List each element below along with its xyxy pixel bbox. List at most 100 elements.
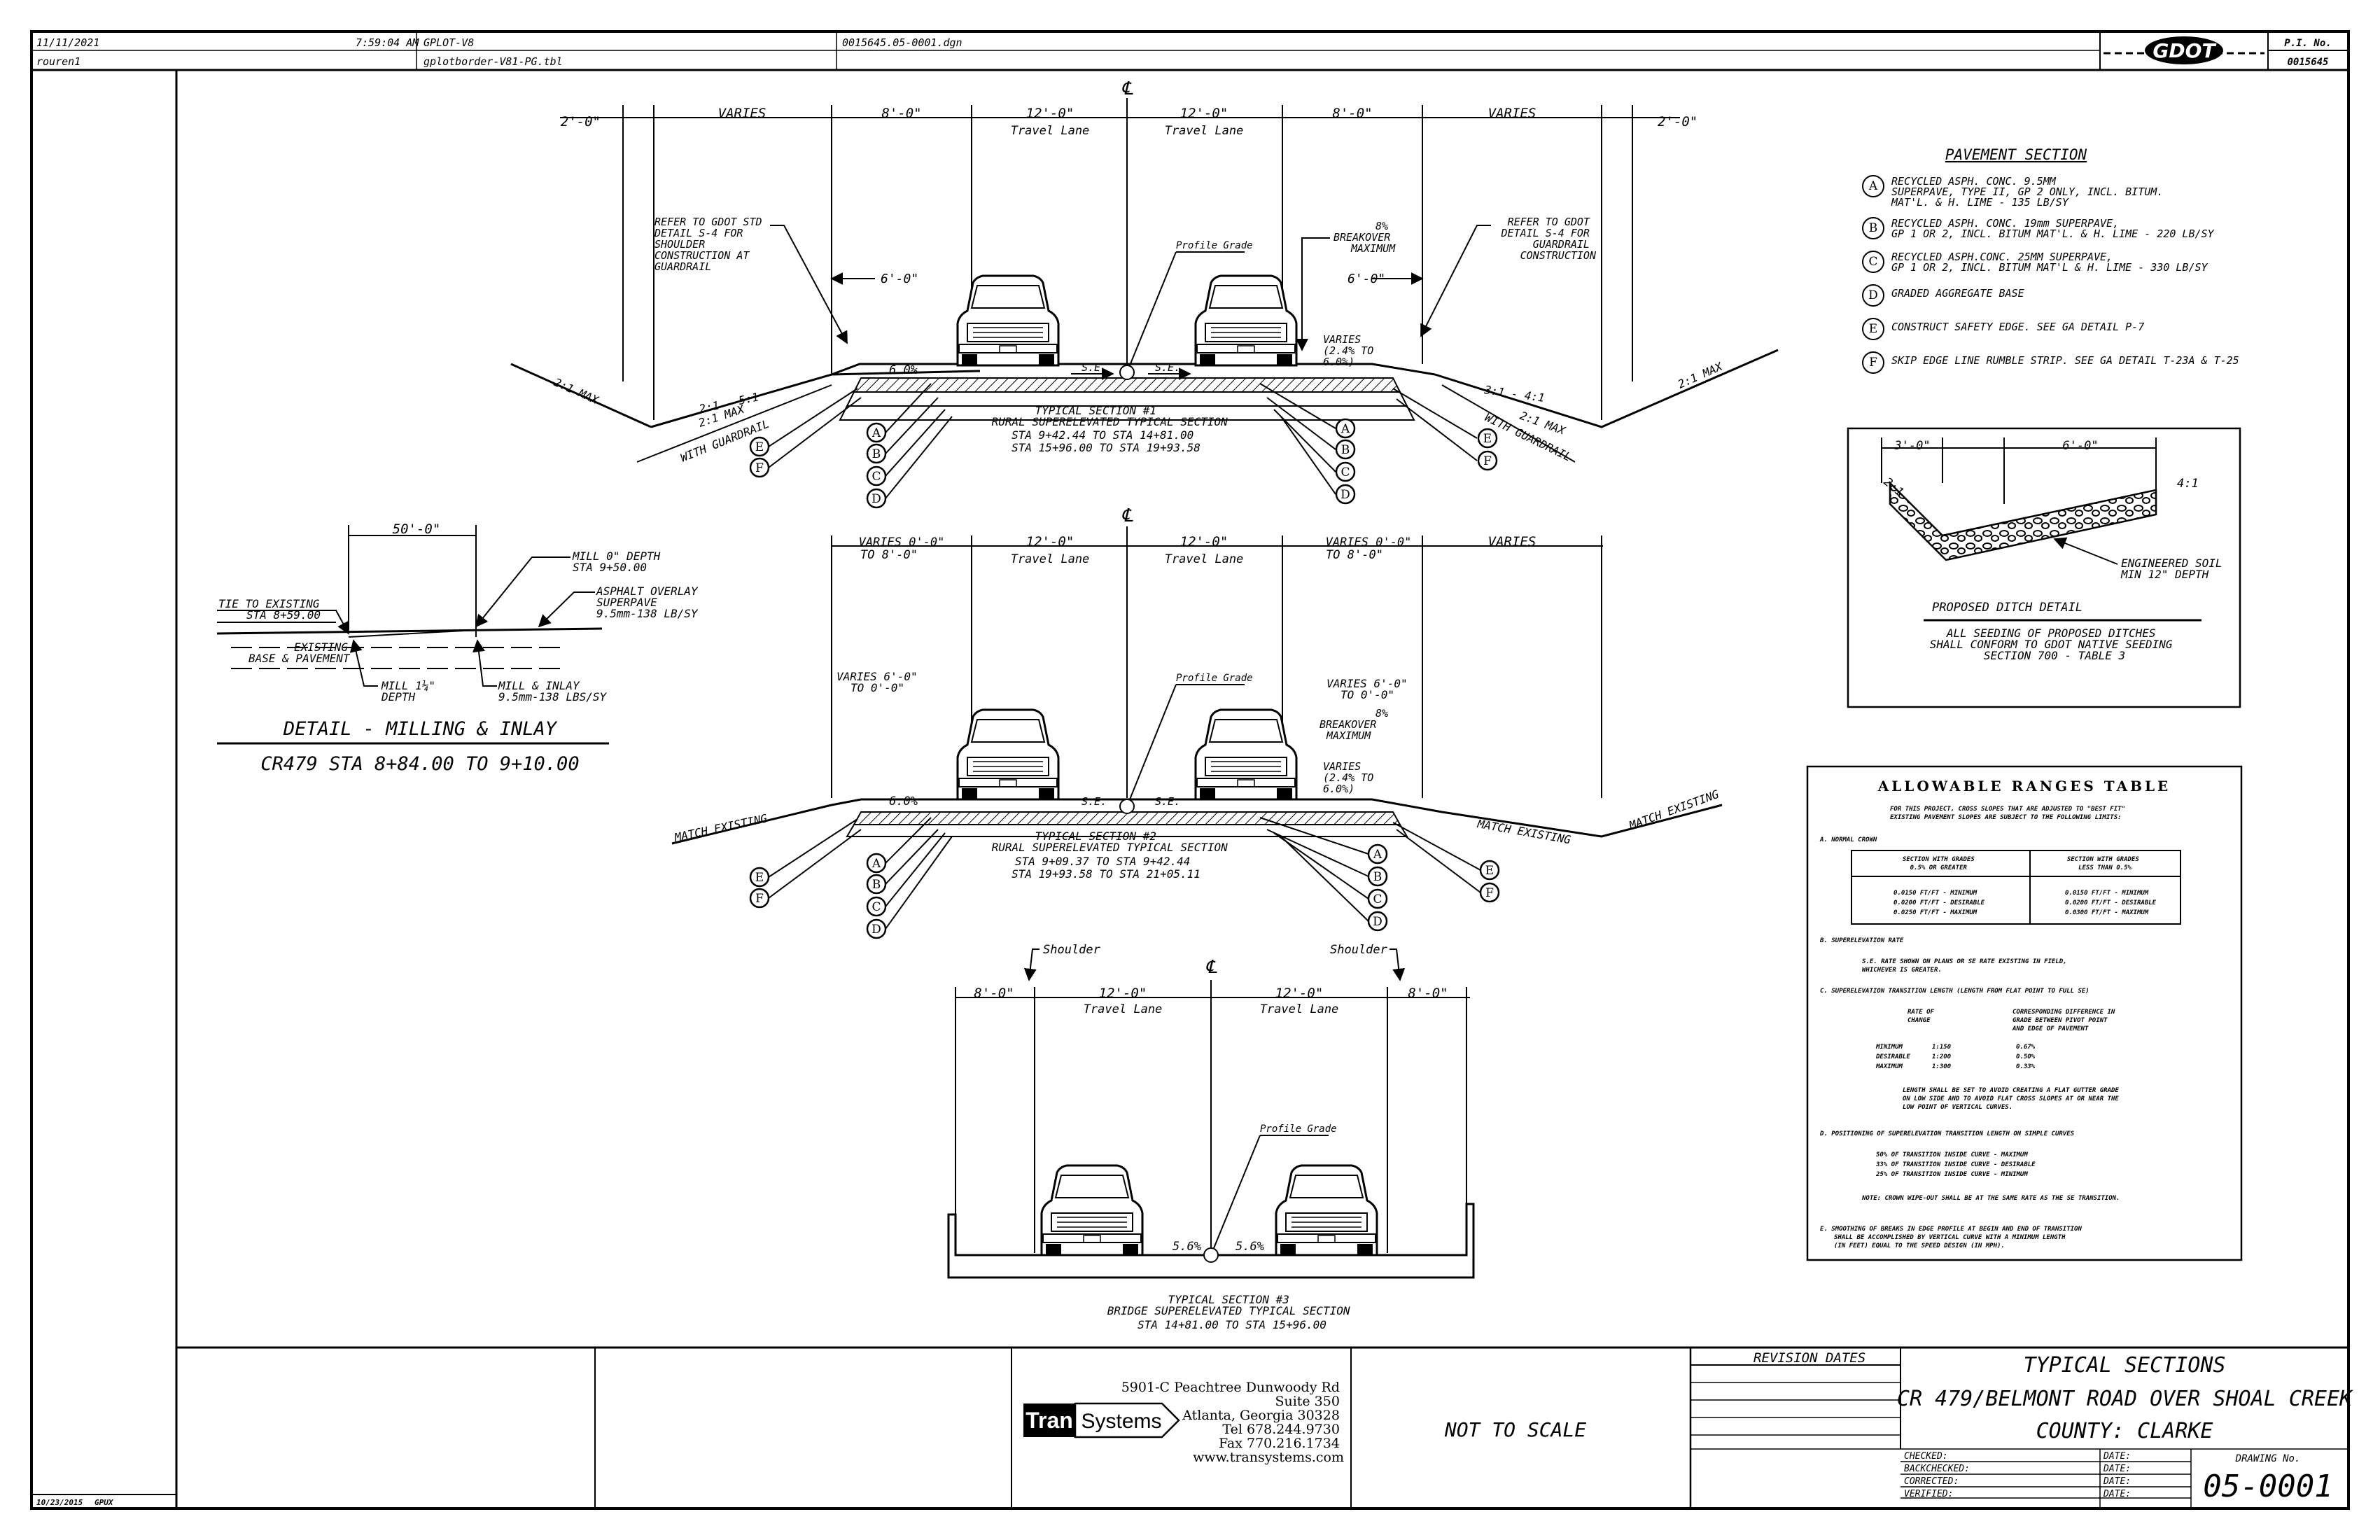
c-row3-rate: 1:300 [1932,1063,1952,1070]
pavement-d-1: GRADED AGGREGATE BASE [1891,287,2024,300]
col1-head-1: SECTION WITH GRADES [1903,856,1975,863]
header-date: 11/11/2021 [36,36,99,49]
svg-text:E: E [1483,432,1492,446]
svg-text:ALL SEEDING OF PROPOSED DITCHE: ALL SEEDING OF PROPOSED DITCHES SHALL CO… [1930,626,2179,662]
svg-text:B: B [872,447,881,461]
c-col1-2: CHANGE [1907,1017,1931,1024]
logo-systems: Systems [1081,1410,1161,1433]
sheet-title-1: TYPICAL SECTIONS [2024,1353,2226,1378]
milling-subtitle: CR479 STA 8+84.00 TO 9+10.00 [260,753,579,775]
address-3: Atlanta, Georgia 30328 [1182,1408,1340,1423]
ditch-title: PROPOSED DITCH DETAIL [1932,601,2082,615]
varies-1: VARIES [1323,333,1361,346]
pavement-b-2: GP 1 OR 2, INCL. BITUM MAT'L. & H. LIME … [1891,227,2214,240]
centerline-symbol-3: ℄ [1205,957,1218,978]
pavement-a-2: SUPERPAVE, TYPE II, GP 2 ONLY, INCL. BIT… [1891,186,2164,198]
svg-text:TYPICAL SECTION #2 RURAL: TYPICAL SECTION #2 RURAL SUPERELEVATED T… [992,830,1235,881]
dim2-7: VARIES [1488,534,1536,550]
header-time: 7:59:04 AM [356,36,419,49]
section2-sta-1: STA 9+09.37 TO STA 9+42.44 [1015,855,1190,868]
ranges-intro-2: EXISTING PAVEMENT SLOPES ARE SUBJECT TO … [1890,814,2122,821]
svg-text:E: E [755,440,764,454]
header-user: rouren1 [36,55,80,68]
mill0-2: STA 9+50.00 [573,561,647,574]
date-label-3: DATE: [2103,1476,2131,1487]
address-4: Tel 678.244.9730 [1222,1422,1340,1437]
pavement-item-d: D GRADED AGGREGATE BASE [1862,283,2352,316]
typical-section-3: ℄ Shoulder Shoulder 8'-0" 12'-0" 12'-0" … [947,943,1475,1331]
callout-a-2: A [866,853,887,874]
header-plot-spec: GPLOT-V8 [424,36,474,49]
varies2-left-2: TO 0'-0" [850,681,904,694]
svg-text:C: C [1373,892,1382,906]
callout-c-2r: C [1367,888,1388,909]
address-1: 5901-C Peachtree Dunwoody Rd [1121,1380,1340,1395]
col2-row-1: 0.0150 FT/FT - MINIMUM [2065,890,2149,897]
callout-f-1r: F [1477,450,1498,471]
col2-row-2: 0.0200 FT/FT - DESIRABLE [2065,899,2157,906]
note-left-4: CONSTRUCTION AT [654,249,750,262]
svg-text:A: A [1373,848,1382,862]
inlay-2: 9.5mm-138 LBS/SY [498,690,607,704]
pavement-f-1: SKIP EDGE LINE RUMBLE STRIP. SEE GA DETA… [1891,354,2239,367]
svg-text:B: B [872,878,881,892]
varies2-2: (2.4% TO [1323,771,1373,784]
dim3-2: 12'-0" [1099,986,1147,1001]
c-col2-2: GRADE BETWEEN PIVOT POINT [2012,1017,2108,1024]
c-col1-1: RATE OF [1907,1009,1935,1016]
mill-dim-50: 50'-0" [393,522,441,537]
note-left-1: REFER TO GDOT STD [654,216,762,228]
section2-sta-2: STA 19+93.58 TO STA 21+05.11 [1011,867,1200,881]
dim2-2: TO 8'-0" [860,548,918,562]
svg-text:ENGINEERED SOIL MIN 12": ENGINEERED SOIL MIN 12" DEPTH [2120,556,2229,581]
ranges-a-head: A. NORMAL CROWN [1819,836,1877,844]
ditch-detail: 3'-0" 6'-0" 2:1 4:1 ENGINEERED SOIL MIN … [1847,427,2241,708]
callout-e-2: E [749,867,770,888]
varies-2: (2.4% TO [1323,344,1373,357]
d-row-2: 33% OF TRANSITION INSIDE CURVE - DESIRAB… [1875,1161,2036,1168]
varies2-3: 6.0%) [1323,783,1354,795]
svg-text:E: E [1485,864,1494,878]
overlay-2: SUPERPAVE [596,596,657,609]
breakover2-1: 8% [1376,707,1388,720]
profile-grade-2: Profile Grade [1176,673,1253,684]
not-to-scale: NOT TO SCALE [1444,1418,1586,1441]
svg-text:CHECKED: BACKCHECKED:: CHECKED: BACKCHECKED: CORRECTED: VERIFIE… [1904,1451,2136,1499]
ditch-note-1: ALL SEEDING OF PROPOSED DITCHES [1946,626,2156,640]
breakover2-3: MAXIMUM [1326,729,1371,742]
col2-row-3: 0.0300 FT/FT - MAXIMUM [2065,909,2149,916]
section3-subtitle: BRIDGE SUPERELEVATED TYPICAL SECTION [1107,1304,1350,1317]
svg-text:D: D [1340,488,1350,502]
se2-1: S.E. [1082,795,1107,808]
svg-text:8% BREAKOVER MAXIM: 8% BREAKOVER MAXIMUM VARIES (2.4% TO 6.0… [1320,707,1394,795]
varies-3: 6.0%) [1323,356,1354,368]
soil-2: MIN 12" DEPTH [2120,568,2209,581]
corrected-label: CORRECTED: [1904,1476,1959,1487]
pavement-key-a: A [1862,175,1884,197]
sheet-title-2: CR 479/BELMONT ROAD OVER SHOAL CREEK [1897,1387,2353,1411]
section1-title: TYPICAL SECTION #1 [1035,404,1156,417]
pavement-b-1: RECYCLED ASPH. CONC. 19mm SUPERPAVE, [1891,217,2120,230]
note-right-4: CONSTRUCTION [1520,249,1597,262]
tie-1: TIE TO EXISTING [218,597,320,610]
ditch-note-2: SHALL CONFORM TO GDOT NATIVE SEEDING [1930,638,2173,651]
slope-6pct: 6.0% [889,363,918,377]
d-note: NOTE: CROWN WIPE-OUT SHALL BE AT THE SAM… [1861,1195,2120,1202]
svg-text:TYPICAL SECTION #1 RURAL: TYPICAL SECTION #1 RURAL SUPERELEVATED T… [992,404,1235,454]
drawing-no: 05-0001 [2203,1469,2332,1504]
c-text-1: LENGTH SHALL BE SET TO AVOID CREATING A … [1903,1087,2119,1094]
dim-6: 8'-0" [1332,106,1372,121]
c-row3-diff: 0.33% [2016,1063,2036,1070]
callout-c-1r: C [1335,461,1356,482]
svg-text:A: A [1340,422,1350,436]
gdot-logo: GDOT [2104,36,2264,64]
profile-grade-1: Profile Grade [1176,240,1253,251]
col1-row-3: 0.0250 FT/FT - MAXIMUM [1893,909,1977,916]
pavement-item-b: B RECYCLED ASPH. CONC. 19mm SUPERPAVE, G… [1862,216,2352,249]
ditch-slope-r: 4:1 [2177,477,2199,491]
typical-section-1: ℄ 2'-0" VARIES 8'-0" 12'-0" 12'-0" 8'-0"… [510,78,1779,509]
note-right-1: REFER TO GDOT [1508,216,1590,228]
svg-text:VARIES 6'-0" TO 0'-0": VARIES 6'-0" TO 0'-0" VARIES 6'-0" TO 0'… [836,670,1414,701]
callout-b-1r: B [1335,439,1356,460]
c-row1-rate: 1:150 [1932,1044,1952,1051]
